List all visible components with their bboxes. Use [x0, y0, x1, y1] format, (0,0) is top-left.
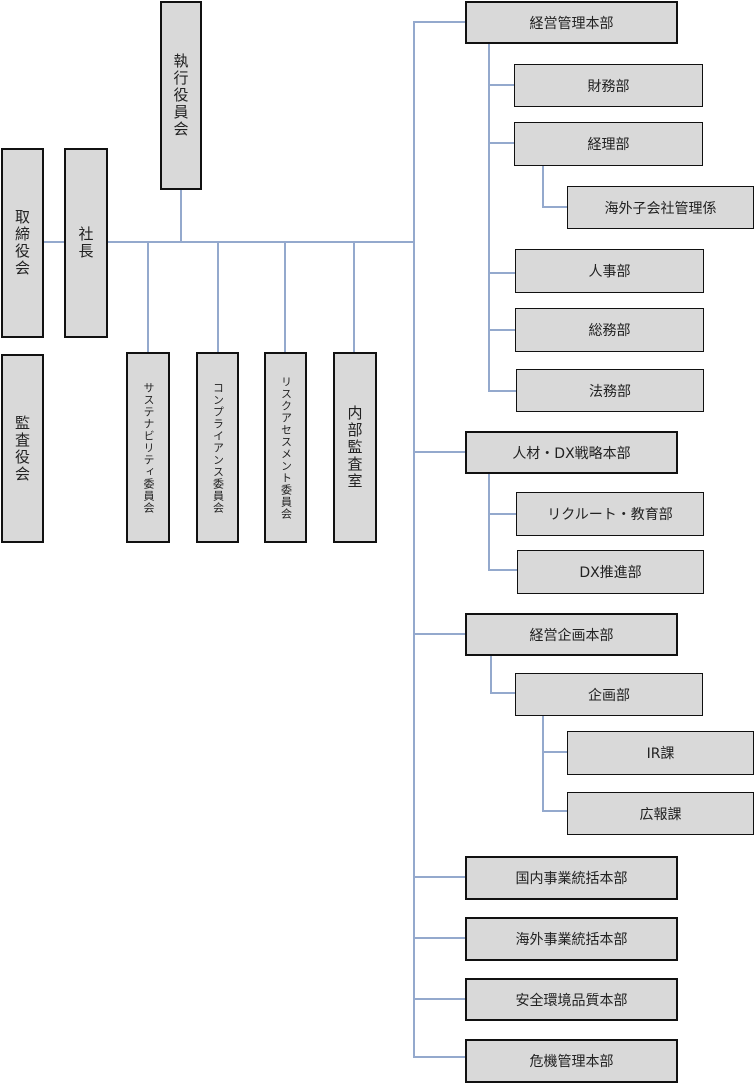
division-box: 海外事業統括本部 [465, 917, 678, 961]
sustainability-committee-box: サステナビリティ委員会 [126, 352, 170, 543]
president-box: 社長 [64, 148, 108, 338]
committee-connector [147, 242, 149, 352]
executive-connector [180, 189, 182, 242]
section-box: IR課 [567, 731, 754, 775]
dept-connector [488, 329, 515, 331]
dept-connector [490, 692, 515, 694]
department-box: 企画部 [515, 673, 703, 716]
department-box: 総務部 [515, 308, 704, 352]
department-box: 法務部 [516, 369, 704, 412]
dept-connector [488, 569, 517, 571]
division-trunk [413, 21, 415, 1057]
dept-connector [488, 513, 516, 515]
department-box: 人事部 [515, 249, 704, 293]
division-connector [413, 633, 465, 635]
dept-trunk [488, 473, 490, 571]
committee-connector [353, 242, 355, 352]
division-box: 経営管理本部 [465, 1, 678, 44]
department-box: 財務部 [514, 64, 703, 107]
department-box: DX推進部 [517, 550, 704, 594]
audit-board-box: 監査役会 [1, 354, 44, 543]
division-connector [413, 876, 465, 878]
department-box: 経理部 [514, 122, 703, 166]
internal-audit-box: 内部監査室 [333, 352, 377, 543]
dept-connector [488, 142, 514, 144]
executive-committee-box: 執行役員会 [160, 1, 202, 190]
division-connector [413, 21, 465, 23]
sub-trunk [542, 165, 544, 208]
section-box: 海外子会社管理係 [567, 186, 754, 229]
division-connector [413, 937, 465, 939]
dept-connector [488, 272, 515, 274]
committee-connector [284, 242, 286, 352]
department-box: リクルート・教育部 [516, 492, 704, 536]
dept-trunk [488, 43, 490, 391]
sub-connector [542, 206, 567, 208]
sub-trunk [542, 715, 544, 812]
risk-assessment-committee-box: リスクアセスメント委員会 [264, 352, 307, 543]
dept-connector [488, 84, 514, 86]
board-of-directors-box: 取締役会 [1, 148, 44, 338]
dept-connector [488, 390, 516, 392]
division-box: 経営企画本部 [465, 613, 678, 656]
division-box: 人材・DX戦略本部 [465, 431, 678, 474]
division-box: 危機管理本部 [465, 1039, 678, 1083]
division-box: 安全環境品質本部 [465, 978, 678, 1021]
committee-connector [217, 242, 219, 352]
section-box: 広報課 [567, 792, 754, 835]
sub-connector [542, 810, 567, 812]
dept-trunk [490, 655, 492, 694]
division-connector [413, 998, 465, 1000]
division-box: 国内事業統括本部 [465, 856, 678, 900]
compliance-committee-box: コンプライアンス委員会 [196, 352, 239, 543]
division-connector [413, 1056, 465, 1058]
sub-connector [542, 751, 567, 753]
main-connector [43, 241, 415, 243]
division-connector [413, 451, 465, 453]
